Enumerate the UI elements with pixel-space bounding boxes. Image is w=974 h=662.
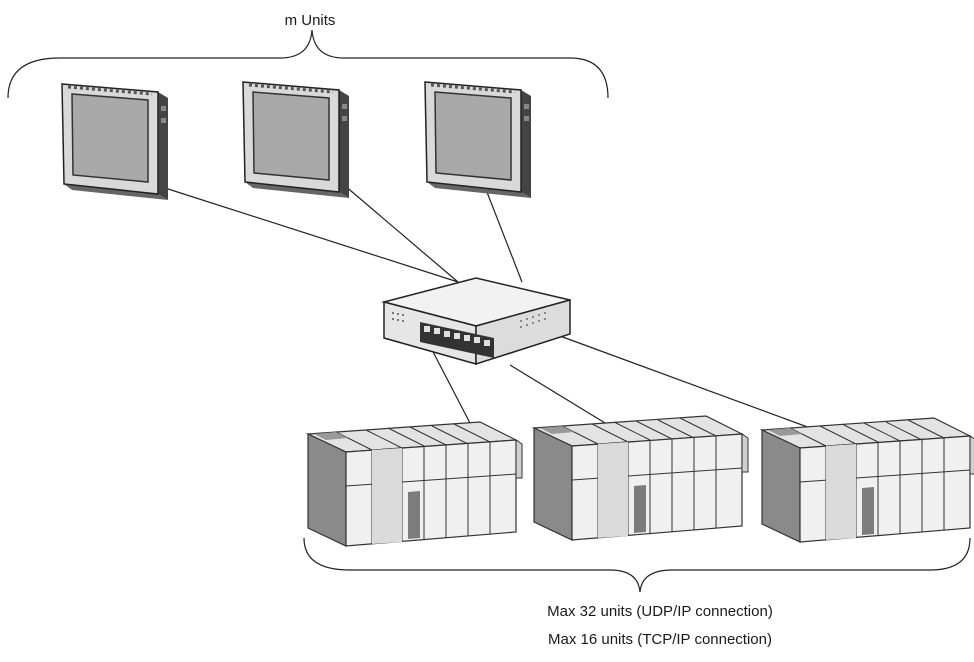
display-panel-3 bbox=[423, 80, 533, 200]
plc-max-udp-label: Max 32 units (UDP/IP connection) bbox=[547, 603, 773, 620]
plc-rack-2 bbox=[533, 415, 749, 541]
connection-lines bbox=[164, 184, 833, 451]
hmi-count-label: m Units bbox=[284, 12, 336, 29]
top-brace bbox=[7, 29, 609, 99]
plc-rack-3 bbox=[761, 417, 974, 543]
display-panel-1 bbox=[60, 82, 170, 202]
plc-max-tcp-label: Max 16 units (TCP/IP connection) bbox=[548, 631, 772, 648]
display-panel-2 bbox=[241, 80, 351, 200]
ethernet-hub bbox=[381, 277, 571, 366]
bottom-brace bbox=[303, 537, 971, 593]
plc-rack-1 bbox=[307, 421, 523, 547]
